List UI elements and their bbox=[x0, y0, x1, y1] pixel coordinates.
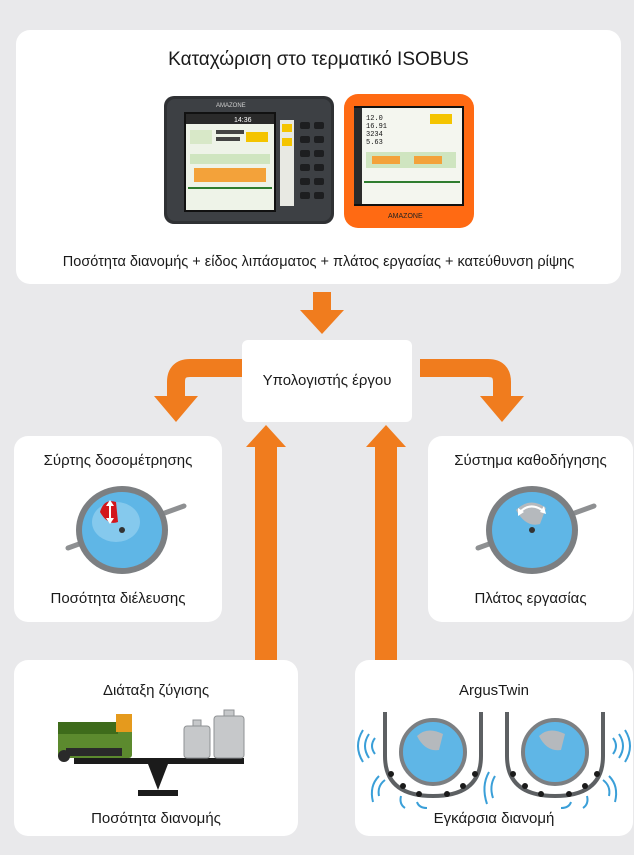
metering-disc-icon bbox=[65, 486, 187, 574]
svg-text:3234: 3234 bbox=[366, 131, 383, 139]
weighing-scale-icon bbox=[58, 709, 245, 796]
guidance-caption: Πλάτος εργασίας bbox=[474, 590, 587, 607]
arrow-curve-left-icon bbox=[154, 359, 258, 422]
svg-text:AMAZONE: AMAZONE bbox=[388, 213, 423, 220]
weighing-card: Διάταξη ζύγισης Ποσότητα διανομής bbox=[14, 660, 298, 836]
isobus-subtitle: Ποσότητα διανομής + είδος λιπάσματος + π… bbox=[62, 254, 575, 270]
argus-sensors-icon bbox=[357, 712, 631, 809]
isobus-terminal-orange-icon: 12.0 16.91 3234 5.63 AMAZONE bbox=[344, 94, 474, 228]
svg-text:AMAZONE: AMAZONE bbox=[216, 103, 246, 109]
isobus-card: Καταχώριση στο τερματικό ISOBUS 14:36 AM… bbox=[16, 30, 621, 284]
isobus-terminal-dark-icon: 14:36 AMAZONE bbox=[164, 96, 334, 224]
arrow-down-icon bbox=[300, 292, 344, 334]
argus-caption: Εγκάρσια διανομή bbox=[433, 810, 555, 827]
arrow-curve-right-icon bbox=[420, 359, 524, 422]
svg-text:12.0: 12.0 bbox=[366, 115, 383, 123]
svg-text:5.63: 5.63 bbox=[366, 139, 383, 147]
job-computer-label: Υπολογιστής έργου bbox=[262, 372, 392, 389]
guidance-disc-icon bbox=[475, 486, 597, 574]
guidance-title: Σύστημα καθοδήγησης bbox=[454, 452, 607, 469]
weighing-title: Διάταξη ζύγισης bbox=[102, 682, 210, 699]
argus-card: ArgusTwin Εγκάρσια διανομή bbox=[355, 660, 633, 836]
argus-title: ArgusTwin bbox=[458, 682, 530, 699]
arrow-up-left-icon bbox=[246, 425, 286, 661]
arrow-up-right-icon bbox=[366, 425, 406, 661]
metering-caption: Ποσότητα διέλευσης bbox=[50, 590, 186, 607]
isobus-title: Καταχώριση στο τερματικό ISOBUS bbox=[168, 49, 469, 70]
guidance-card: Σύστημα καθοδήγησης Πλάτος εργασίας bbox=[428, 436, 633, 622]
weighing-caption: Ποσότητα διανομής bbox=[91, 810, 221, 827]
terminal-time: 14:36 bbox=[234, 117, 252, 124]
job-computer-box: Υπολογιστής έργου bbox=[242, 340, 412, 422]
metering-card: Σύρτης δοσομέτρησης Ποσότητα διέλευσης bbox=[14, 436, 222, 622]
metering-title: Σύρτης δοσομέτρησης bbox=[43, 452, 193, 469]
svg-text:16.91: 16.91 bbox=[366, 123, 387, 131]
